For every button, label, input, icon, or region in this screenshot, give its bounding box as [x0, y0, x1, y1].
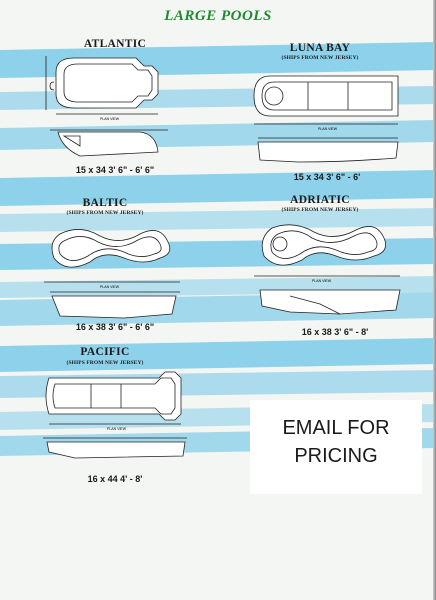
- atlantic-plan-drawing: PLAN VIEW: [45, 56, 168, 157]
- pool-size-adriatic: 16 x 38 3' 6" - 8': [301, 327, 369, 337]
- pool-ships-adriatic: (SHIPS FROM NEW JERSEY): [281, 207, 359, 213]
- svg-text:PLAN VIEW: PLAN VIEW: [318, 127, 338, 131]
- svg-text:PLAN VIEW: PLAN VIEW: [107, 427, 127, 431]
- pricing-line-2: PRICING: [294, 445, 378, 467]
- pool-size-luna-bay: 15 x 34 3' 6" - 6': [293, 172, 361, 182]
- pacific-plan-drawing: PLAN VIEW: [43, 371, 187, 459]
- pricing-note: EMAIL FOR PRICING: [250, 400, 422, 494]
- pool-ships-pacific: (SHIPS FROM NEW JERSEY): [66, 360, 144, 366]
- pricing-line-1: EMAIL FOR: [282, 417, 390, 439]
- pool-name-pacific: PACIFIC: [80, 346, 130, 358]
- luna-bay-plan-drawing: PLAN VIEW: [253, 75, 399, 163]
- page-edge-shadow: [433, 0, 436, 600]
- pool-ships-baltic: (SHIPS FROM NEW JERSEY): [66, 210, 144, 216]
- plan-view-label: PLAN VIEW: [100, 117, 120, 121]
- baltic-plan-drawing: PLAN VIEW: [44, 229, 180, 319]
- pool-ships-luna-bay: (SHIPS FROM NEW JERSEY): [281, 55, 359, 61]
- adriatic-plan-drawing: PLAN VIEW: [254, 224, 401, 315]
- pool-size-pacific: 16 x 44 4' - 8': [87, 474, 143, 484]
- pool-size-baltic: 16 x 38 3' 6" - 6' 6": [75, 322, 155, 332]
- svg-text:PLAN VIEW: PLAN VIEW: [312, 279, 332, 283]
- pool-size-atlantic: 15 x 34 3' 6" - 6' 6": [75, 165, 155, 175]
- pool-name-baltic: BALTIC: [82, 197, 128, 209]
- svg-text:PLAN VIEW: PLAN VIEW: [100, 285, 120, 289]
- pool-name-adriatic: ADRIATIC: [290, 194, 350, 206]
- pool-name-atlantic: ATLANTIC: [83, 38, 147, 50]
- page-title: LARGE POOLS: [164, 8, 272, 24]
- pool-name-luna-bay: LUNA BAY: [289, 42, 351, 54]
